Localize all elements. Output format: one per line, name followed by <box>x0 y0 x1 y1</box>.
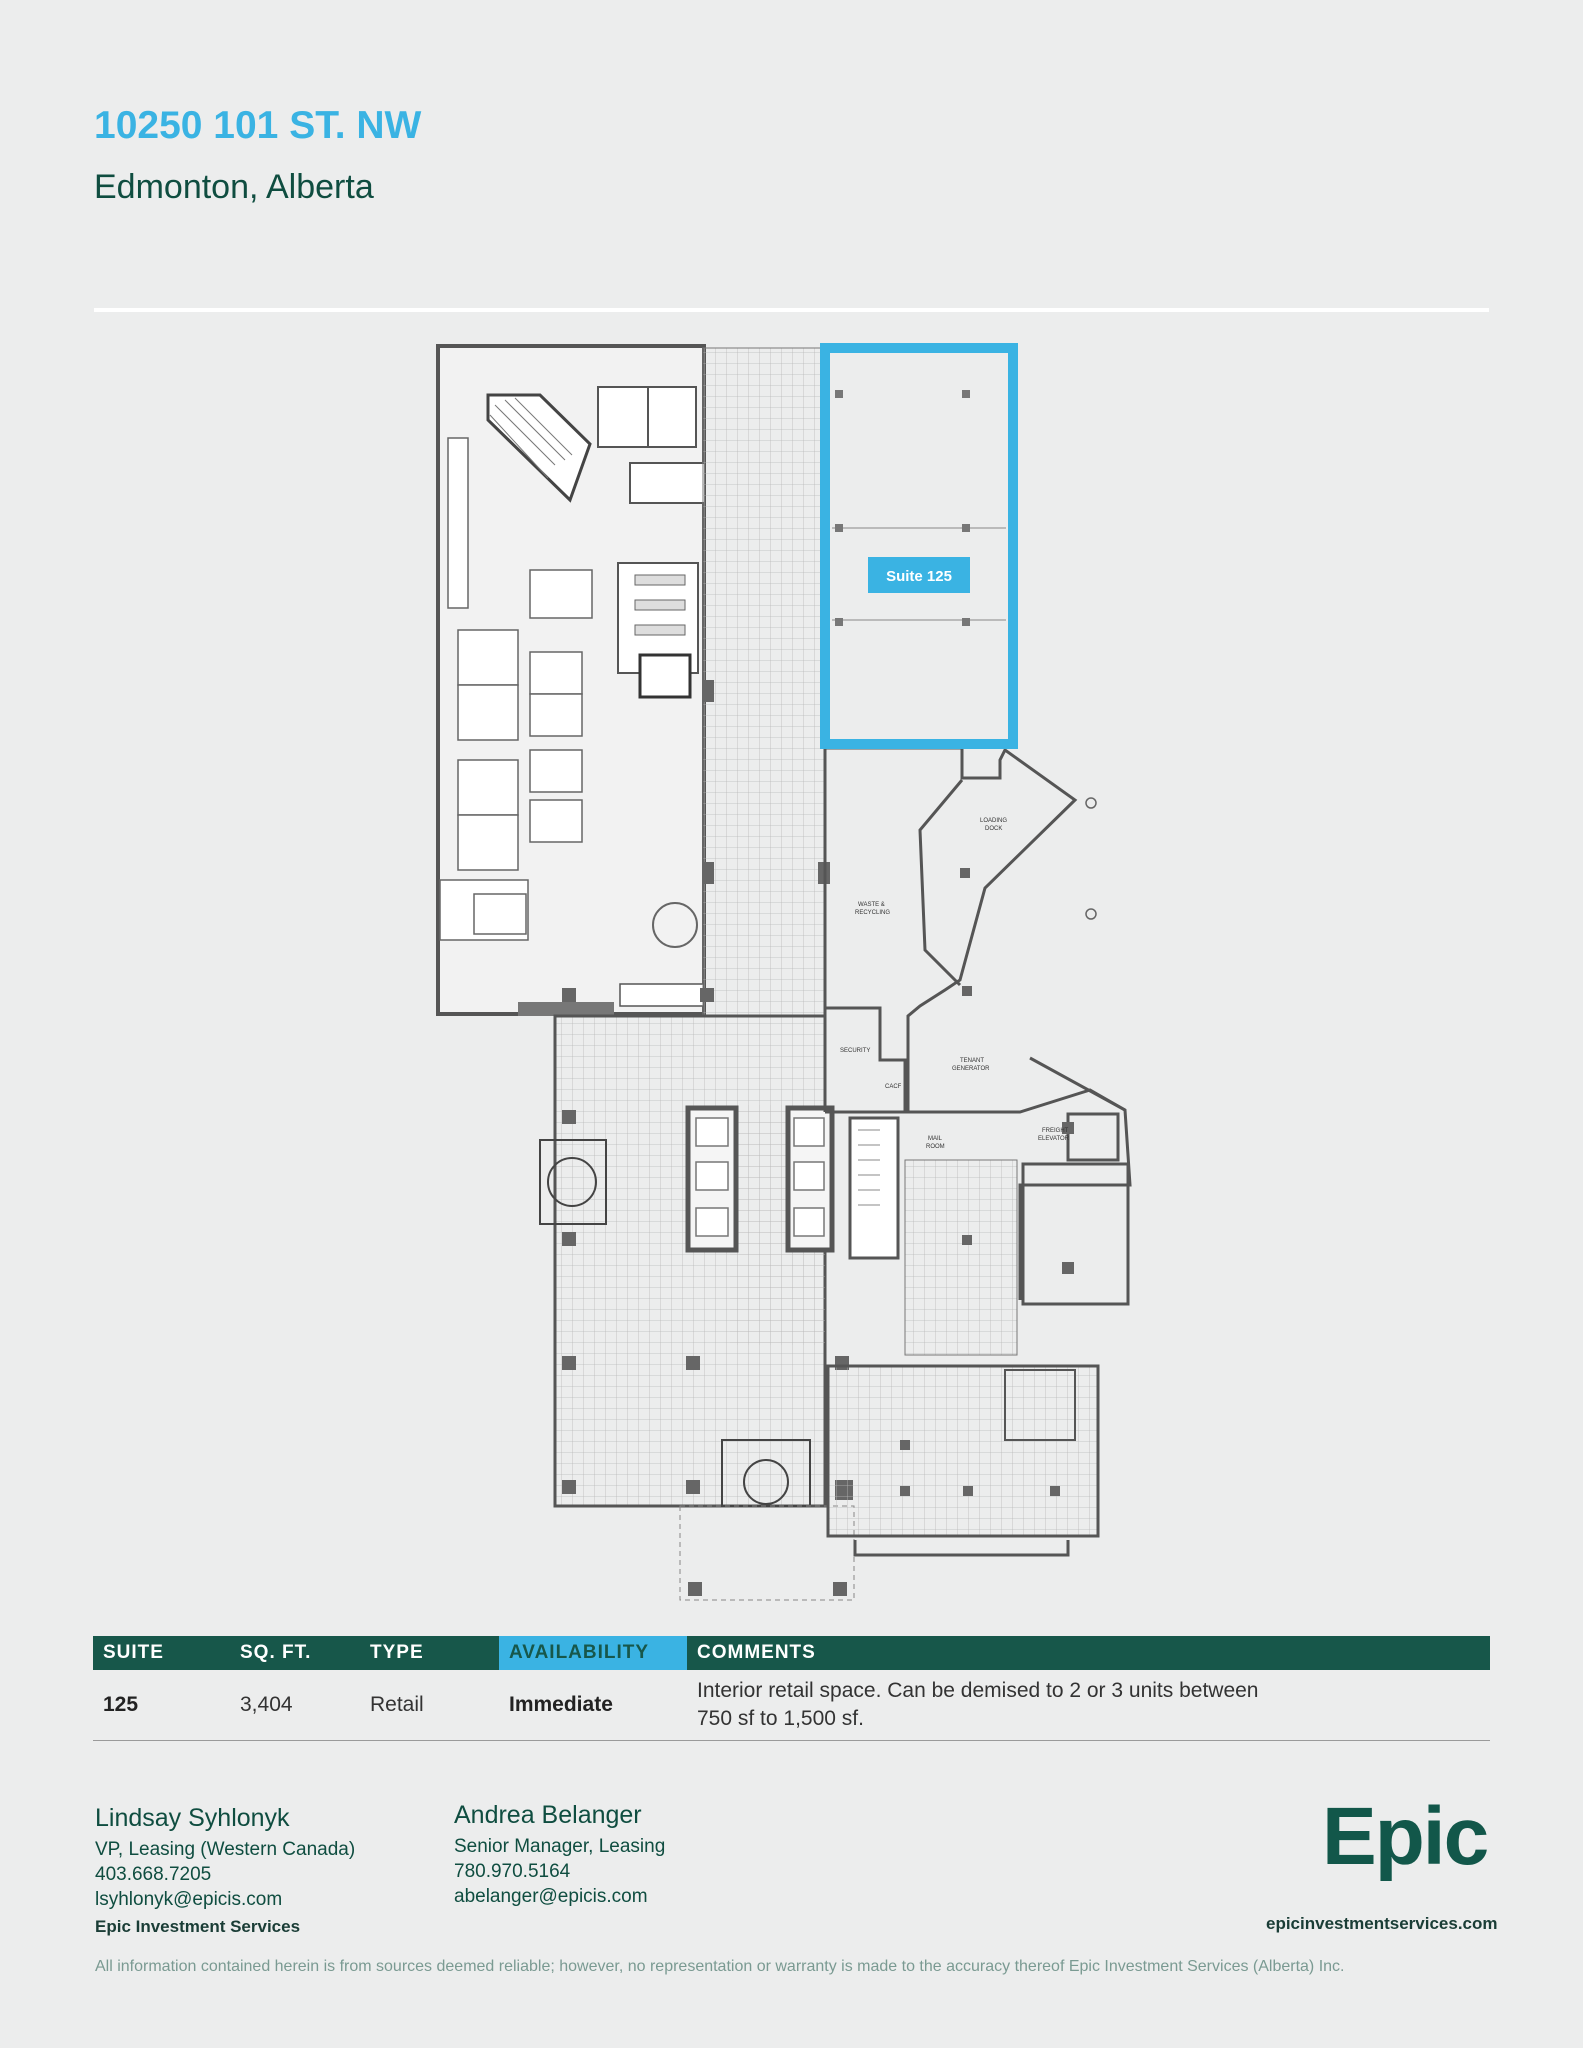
suite-125[interactable]: Suite 125 <box>820 343 1018 749</box>
svg-text:FREIGHT: FREIGHT <box>1042 1128 1069 1134</box>
svg-text:MAIL: MAIL <box>928 1136 943 1142</box>
contact-title: VP, Leasing (Western Canada) <box>95 1839 356 1860</box>
svg-text:ELEVATOR: ELEVATOR <box>1038 1136 1070 1142</box>
svg-text:TENANT: TENANT <box>960 1058 984 1064</box>
svg-text:DOCK: DOCK <box>985 826 1002 832</box>
service-areas <box>823 746 1132 1557</box>
cell-comments: Interior retail space. Can be demised to… <box>687 1670 1490 1741</box>
website-link[interactable]: epicinvestmentservices.com <box>1266 1914 1498 1933</box>
cell-availability: Immediate <box>499 1670 687 1741</box>
contact-title: Senior Manager, Leasing <box>454 1836 666 1857</box>
comment-line-2: 750 sf to 1,500 sf. <box>697 1707 864 1730</box>
header-comments: COMMENTS <box>687 1636 1490 1670</box>
floor-plan: LOADING DOCK WASTE & RECYCLING SECURITY CAC… <box>436 343 1132 1601</box>
comment-line-1: Interior retail space. Can be demised to… <box>697 1679 1259 1702</box>
contact-card-2: Andrea Belanger Senior Manager, Leasing … <box>454 1801 665 1909</box>
availability-table: SUITE SQ. FT. TYPE AVAILABILITY COMMENTS… <box>93 1636 1490 1741</box>
header-availability: AVAILABILITY <box>499 1636 687 1670</box>
epic-logo: Epic <box>1322 1791 1489 1882</box>
contact-phone[interactable]: 403.668.7205 <box>95 1864 212 1885</box>
disclaimer: All information contained herein is from… <box>95 1958 1345 1975</box>
lobby-grid <box>539 347 1018 1601</box>
cell-suite: 125 <box>93 1670 230 1741</box>
svg-text:SECURITY: SECURITY <box>840 1048 870 1054</box>
office-wing <box>436 344 706 1016</box>
header-sqft: SQ. FT. <box>230 1636 360 1670</box>
svg-text:GENERATOR: GENERATOR <box>952 1066 990 1072</box>
svg-text:RECYCLING: RECYCLING <box>855 910 890 916</box>
company-name: Epic Investment Services <box>95 1917 301 1936</box>
suite-label: Suite 125 <box>886 568 952 585</box>
table-header-row: SUITE SQ. FT. TYPE AVAILABILITY COMMENTS <box>93 1636 1490 1670</box>
header-suite: SUITE <box>93 1636 230 1670</box>
table-row: 125 3,404 Retail Immediate Interior reta… <box>93 1670 1490 1741</box>
property-address: 10250 101 ST. NW <box>94 104 422 147</box>
svg-text:CACF: CACF <box>885 1084 902 1090</box>
svg-text:ROOM: ROOM <box>926 1144 945 1150</box>
contact-card-1: Lindsay Syhlonyk VP, Leasing (Western Ca… <box>95 1804 355 1912</box>
contact-email[interactable]: abelanger@epicis.com <box>454 1886 648 1907</box>
header-type: TYPE <box>360 1636 499 1670</box>
svg-text:LOADING: LOADING <box>980 818 1007 824</box>
cell-sqft: 3,404 <box>230 1670 360 1741</box>
header-divider <box>94 308 1489 312</box>
property-city: Edmonton, Alberta <box>94 168 374 206</box>
contact-name: Lindsay Syhlonyk <box>95 1804 290 1832</box>
contact-email[interactable]: lsyhlonyk@epicis.com <box>95 1889 283 1910</box>
cell-type: Retail <box>360 1670 499 1741</box>
contact-name: Andrea Belanger <box>454 1801 642 1829</box>
svg-text:WASTE &: WASTE & <box>858 902 885 908</box>
contact-phone[interactable]: 780.970.5164 <box>454 1861 571 1882</box>
